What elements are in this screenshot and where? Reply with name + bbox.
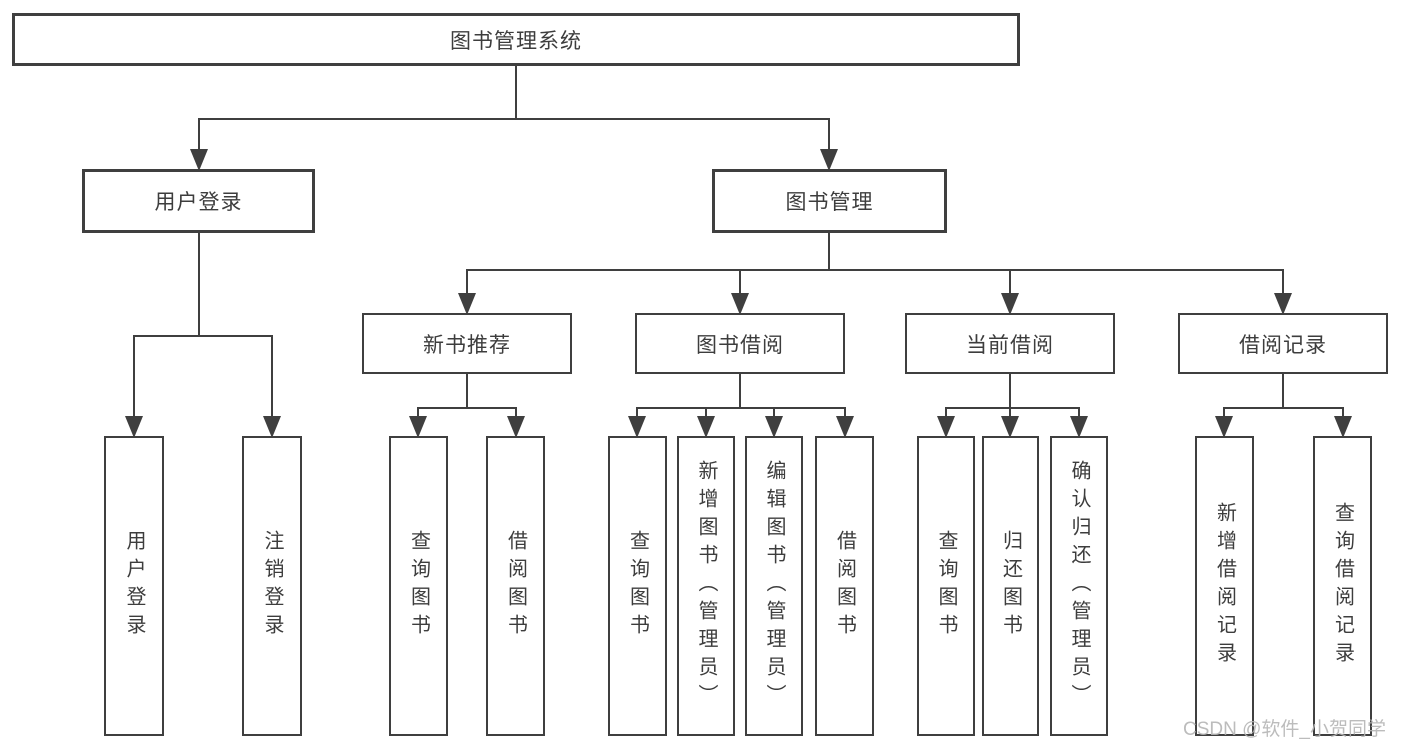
node-query-borrow-record: 查询借阅记录 [1313, 436, 1372, 736]
node-label: 注销登录 [261, 530, 283, 642]
node-label: 查询借阅记录 [1331, 502, 1354, 670]
watermark-text: CSDN @软件_小贺同学 [1183, 719, 1386, 740]
node-label: 新书推荐 [423, 333, 511, 357]
node-label: 编辑图书（管理员） [763, 460, 785, 712]
node-edit-books-admin: 编辑图书（管理员） [745, 436, 803, 736]
node-label: 新增图书（管理员） [695, 460, 717, 712]
node-library-management-system: 图书管理系统 [12, 13, 1020, 66]
node-add-borrow-record: 新增借阅记录 [1195, 436, 1254, 736]
node-new-book-recommend: 新书推荐 [362, 313, 572, 374]
node-label: 用户登录 [154, 191, 243, 214]
node-user-login: 用户登录 [82, 169, 315, 233]
node-query-books-recommend: 查询图书 [389, 436, 448, 736]
node-label: 借阅图书 [504, 530, 527, 642]
node-book-management: 图书管理 [712, 169, 947, 233]
node-borrow-books-borrow: 借阅图书 [815, 436, 874, 736]
node-user-login-action: 用户登录 [104, 436, 164, 736]
node-current-borrow: 当前借阅 [905, 313, 1115, 374]
node-label: 用户登录 [123, 530, 145, 642]
node-book-borrow: 图书借阅 [635, 313, 845, 374]
node-label: 查询图书 [935, 530, 957, 642]
node-label: 图书管理系统 [450, 29, 582, 53]
node-query-books-current: 查询图书 [917, 436, 975, 736]
node-logout-action: 注销登录 [242, 436, 302, 736]
node-label: 图书借阅 [696, 333, 784, 357]
node-label: 借阅图书 [833, 530, 856, 642]
node-label: 确认归还（管理员） [1068, 460, 1090, 712]
node-label: 图书管理 [785, 191, 874, 214]
node-add-books-admin: 新增图书（管理员） [677, 436, 735, 736]
node-label: 查询图书 [407, 530, 430, 642]
node-borrow-records: 借阅记录 [1178, 313, 1388, 374]
node-return-books: 归还图书 [982, 436, 1039, 736]
node-label: 归还图书 [999, 530, 1022, 642]
node-confirm-return-admin: 确认归还（管理员） [1050, 436, 1108, 736]
node-borrow-books-recommend: 借阅图书 [486, 436, 545, 736]
node-query-books-borrow: 查询图书 [608, 436, 667, 736]
node-label: 新增借阅记录 [1213, 502, 1236, 670]
node-label: 借阅记录 [1239, 333, 1327, 357]
node-label: 查询图书 [626, 530, 649, 642]
node-label: 当前借阅 [966, 333, 1054, 357]
